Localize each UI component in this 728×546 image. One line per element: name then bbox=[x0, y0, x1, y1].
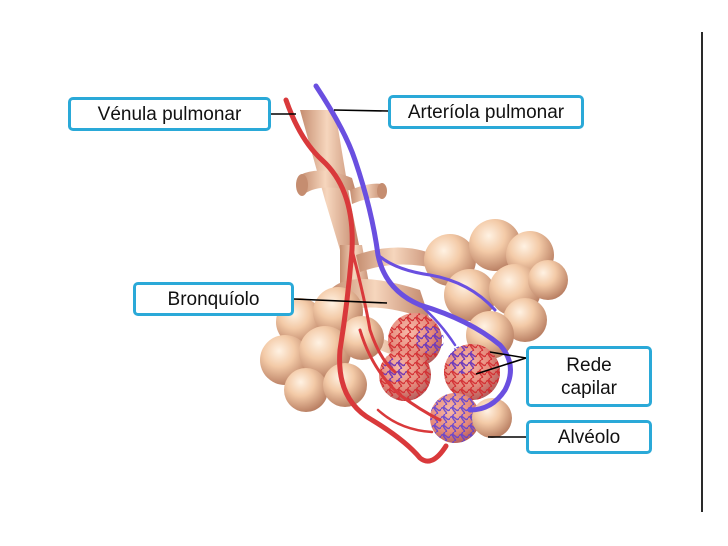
page-edge-divider bbox=[701, 32, 703, 512]
label-alveolus-text: Alvéolo bbox=[557, 426, 621, 448]
label-pulmonary-arteriole: Arteríola pulmonar bbox=[388, 95, 584, 129]
label-capillary-network-line1: Rede bbox=[566, 354, 612, 376]
label-pulmonary-venule: Vénula pulmonar bbox=[68, 97, 271, 131]
label-capillary-network-line2: capilar bbox=[561, 377, 617, 399]
pulmonary-arteriole-vessel bbox=[313, 83, 513, 413]
label-alveolus: Alvéolo bbox=[526, 420, 652, 454]
label-capillary-network: Rede capilar bbox=[526, 346, 652, 407]
label-bronchiole: Bronquíolo bbox=[133, 282, 294, 316]
leader-lines bbox=[271, 109, 527, 438]
label-bronchiole-text: Bronquíolo bbox=[167, 288, 260, 310]
label-pulmonary-venule-text: Vénula pulmonar bbox=[97, 103, 242, 125]
capillary-alveoli bbox=[379, 313, 512, 443]
pulmonary-venule-vessel bbox=[283, 97, 449, 464]
label-pulmonary-arteriole-text: Arteríola pulmonar bbox=[407, 101, 565, 123]
alveolar-sac-right bbox=[424, 219, 568, 359]
